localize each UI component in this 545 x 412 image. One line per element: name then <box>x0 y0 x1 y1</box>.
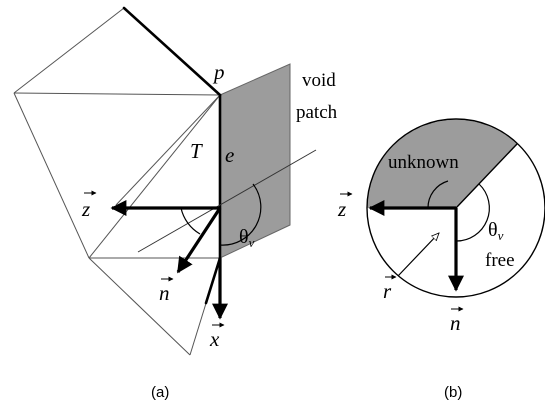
thick-edges <box>122 6 222 305</box>
angle-arc-b-left <box>427 180 449 209</box>
label-x-a: x <box>209 327 220 351</box>
label-n-b: n <box>450 311 461 335</box>
free-space-circle <box>366 118 545 298</box>
caption-a: (a) <box>151 384 169 401</box>
label-n-a: n <box>159 281 170 305</box>
label-theta-a: θv <box>239 226 255 250</box>
panel-a: p T e void patch z n x θv (a) <box>13 6 338 401</box>
label-e: e <box>225 143 234 167</box>
unknown-boundary <box>455 143 518 209</box>
panel-b: unknown z θv free r n (b) <box>337 118 545 401</box>
n-vector-a <box>176 207 222 274</box>
tangent-line <box>137 149 317 253</box>
angle-arc-z-n <box>180 207 201 235</box>
label-T: T <box>190 139 203 163</box>
theta-arc-b <box>455 183 490 242</box>
label-z-a: z <box>81 197 90 221</box>
label-theta-b: θv <box>488 219 504 243</box>
label-p: p <box>212 60 225 84</box>
polyhedron-edges <box>13 7 221 356</box>
label-z-b: z <box>337 197 346 221</box>
label-void: void <box>302 70 336 91</box>
label-patch: patch <box>296 102 338 123</box>
label-free: free <box>485 250 515 271</box>
unknown-region <box>367 119 517 208</box>
r-vector-b <box>397 233 439 277</box>
label-r: r <box>383 279 392 303</box>
label-unknown: unknown <box>388 152 459 173</box>
caption-b: (b) <box>444 384 462 401</box>
theta-arc-a <box>219 183 262 246</box>
